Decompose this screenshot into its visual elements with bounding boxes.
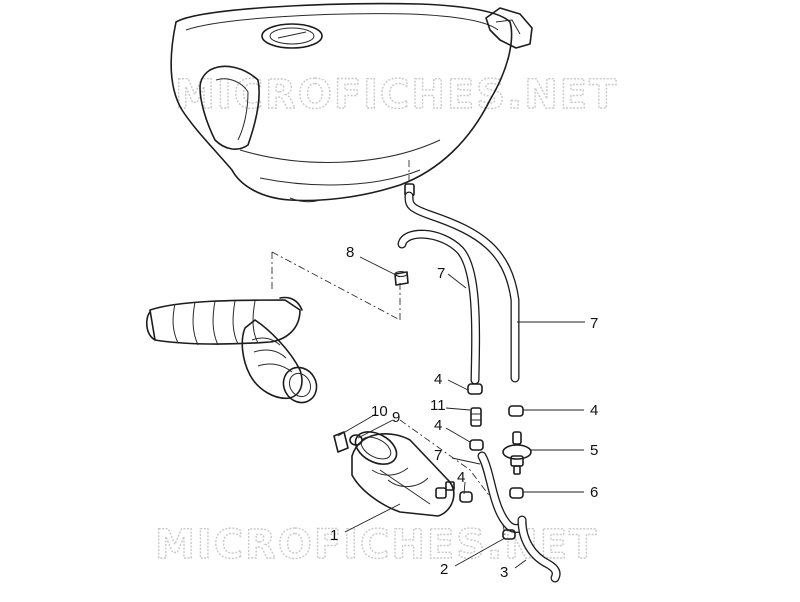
hose-upper-loop xyxy=(397,229,481,385)
clip-4d xyxy=(459,491,473,503)
callout-1: 1 xyxy=(330,527,338,544)
callout-7-right: 7 xyxy=(590,315,598,332)
fuel-tank xyxy=(170,2,533,203)
callout-9: 9 xyxy=(392,409,400,426)
carbon-canister xyxy=(351,431,455,517)
callout-7-upper: 7 xyxy=(437,265,445,282)
callout-6: 6 xyxy=(590,484,598,501)
hose-lower xyxy=(477,451,525,533)
bracket-10 xyxy=(333,431,349,453)
callout-11: 11 xyxy=(430,397,446,414)
watermark-top: MICROFICHES.NET xyxy=(175,72,618,118)
callout-7-lower: 7 xyxy=(434,447,442,464)
callout-4-canister: 4 xyxy=(457,469,465,486)
callout-10: 10 xyxy=(371,403,388,420)
clip-4c xyxy=(508,405,524,417)
clip-6 xyxy=(509,487,524,499)
fitting-11 xyxy=(470,407,482,427)
relation-line-intake xyxy=(271,251,401,321)
callout-5: 5 xyxy=(590,442,598,459)
callout-2: 2 xyxy=(440,561,448,578)
clip-2 xyxy=(502,529,516,540)
callout-3: 3 xyxy=(500,564,508,581)
callout-4-upper: 4 xyxy=(434,371,442,388)
relation-line-lower xyxy=(399,419,506,536)
intake-duct xyxy=(145,296,318,404)
clip-8 xyxy=(394,271,409,286)
callout-4-mid: 4 xyxy=(434,417,442,434)
hose-outlet xyxy=(517,515,561,583)
clip-4b xyxy=(469,439,484,451)
hose-tank-breather xyxy=(404,191,520,383)
valve-5 xyxy=(502,431,532,475)
oring-9 xyxy=(349,434,363,446)
clip-4a xyxy=(467,383,483,395)
callout-8: 8 xyxy=(346,244,354,261)
leader-lines xyxy=(337,256,585,569)
callout-4-right: 4 xyxy=(590,402,598,419)
